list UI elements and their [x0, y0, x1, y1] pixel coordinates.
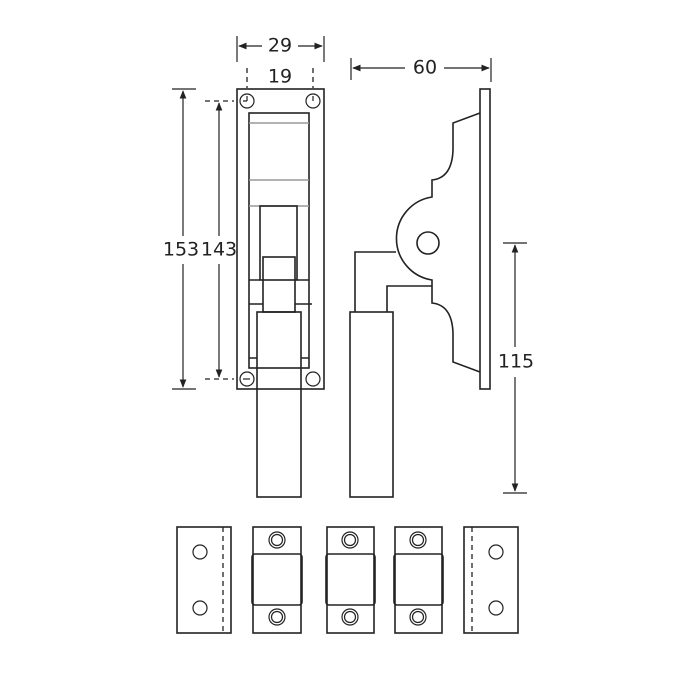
- keeper-plate-1: [251, 526, 303, 634]
- dim-60-label: 60: [413, 57, 437, 79]
- handle-side: [349, 311, 394, 498]
- inner-frame: [248, 112, 310, 369]
- dimension-projection: 60: [350, 57, 492, 82]
- handle-neck: [262, 256, 296, 313]
- dimension-hole-width: 19: [246, 66, 314, 88]
- keeper-plate-2: [325, 526, 376, 634]
- hinge-block: [259, 205, 298, 281]
- side-plate: [479, 88, 491, 390]
- lever-arm: [354, 251, 432, 312]
- dimension-width: 29: [236, 35, 325, 62]
- dim-143-label: 143: [201, 239, 237, 261]
- side-view: [349, 88, 491, 498]
- dimension-hole-height: 143: [201, 100, 237, 380]
- dimension-handle-length: 115: [498, 242, 534, 494]
- keeper-plate-3: [393, 526, 444, 634]
- back-plate: [236, 88, 325, 390]
- screw-holes: [239, 93, 321, 387]
- pivot-hole: [416, 231, 440, 255]
- dim-153-label: 153: [163, 239, 199, 261]
- dimension-height: 153: [163, 88, 199, 390]
- handle-front: [256, 311, 302, 498]
- dim-115-label: 115: [498, 351, 534, 373]
- dim-29-label: 29: [268, 35, 292, 57]
- dim-19-label: 19: [268, 66, 292, 88]
- keeper-plate-left: [176, 526, 232, 634]
- hinge-profile: [395, 112, 481, 373]
- front-view: [236, 88, 325, 498]
- keeper-plate-right: [463, 526, 519, 634]
